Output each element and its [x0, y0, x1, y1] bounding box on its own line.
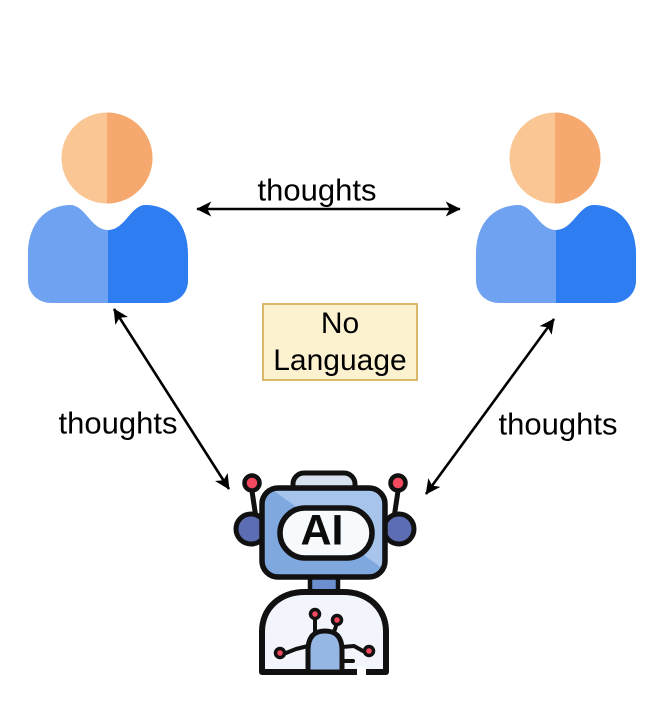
robot-antenna-ball-left — [242, 473, 262, 493]
robot-face-label: AI — [300, 506, 344, 555]
person-right-icon — [476, 112, 636, 303]
robot-face-screen — [277, 505, 375, 561]
arrow-person-left-ai — [112, 308, 231, 490]
person-body-shade — [108, 204, 188, 303]
robot-ear-right — [381, 511, 417, 547]
no-language-label: No Language — [273, 307, 407, 377]
no-language-box: No Language — [262, 303, 418, 381]
robot-circuit-dots — [273, 607, 376, 660]
robot-head-outline — [259, 485, 388, 580]
person-body-shade — [556, 204, 636, 303]
person-left-icon — [28, 112, 188, 303]
thoughts-label-left: thoughts — [58, 405, 178, 441]
ai-robot-icon — [233, 470, 417, 677]
person-head-shade — [555, 112, 601, 204]
robot-outline-gap — [357, 667, 366, 677]
arrows-layer — [112, 201, 556, 495]
thoughts-label-right: thoughts — [498, 406, 618, 442]
person-head-shade — [107, 112, 153, 204]
robot-antenna-ball-right — [388, 473, 408, 493]
thoughts-label-top: thoughts — [257, 172, 377, 208]
robot-chip — [305, 628, 345, 675]
arrow-person-right-ai — [424, 318, 556, 495]
